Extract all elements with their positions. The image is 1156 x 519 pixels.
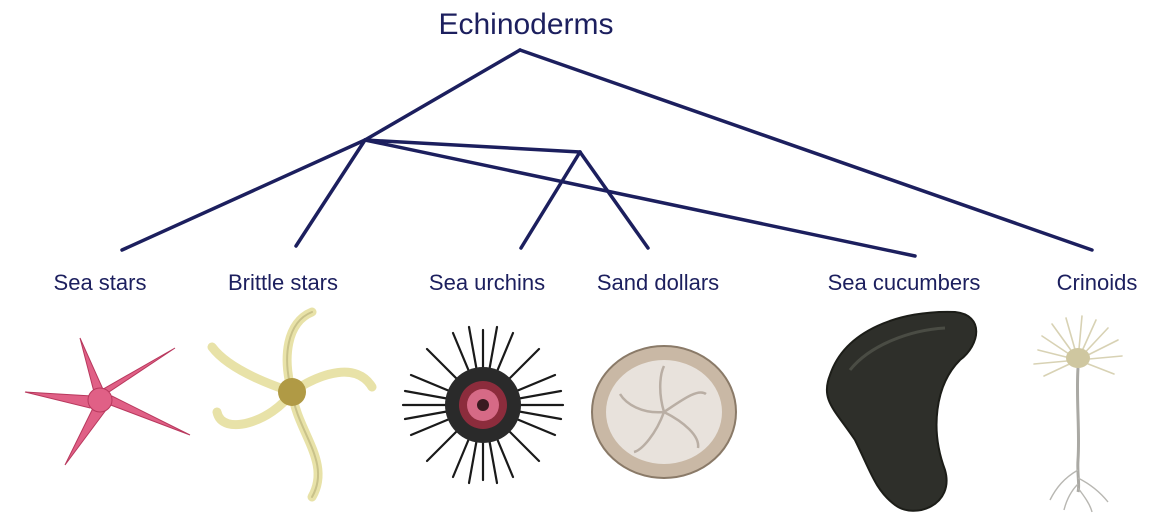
- branch-root-to-crinoids: [520, 50, 1092, 250]
- label-sea-urchins: Sea urchins: [429, 270, 545, 296]
- sea-urchin-illustration: [403, 327, 563, 483]
- branch-root-to-node-a: [365, 50, 520, 140]
- branch-node-b-to-sea-urchins: [521, 152, 580, 248]
- crinoid-illustration: [1034, 316, 1122, 512]
- branch-node-b-to-sand-dollars: [580, 152, 648, 248]
- sea-star-illustration: [25, 338, 190, 465]
- sand-dollar-illustration: [592, 346, 736, 478]
- label-sand-dollars: Sand dollars: [597, 270, 719, 296]
- sea-cucumber-illustration: [827, 312, 976, 511]
- label-sea-cucumbers: Sea cucumbers: [828, 270, 981, 296]
- label-crinoids: Crinoids: [1057, 270, 1138, 296]
- brittle-star-illustration: [212, 312, 372, 497]
- label-brittle-stars: Brittle stars: [228, 270, 338, 296]
- label-sea-stars: Sea stars: [54, 270, 147, 296]
